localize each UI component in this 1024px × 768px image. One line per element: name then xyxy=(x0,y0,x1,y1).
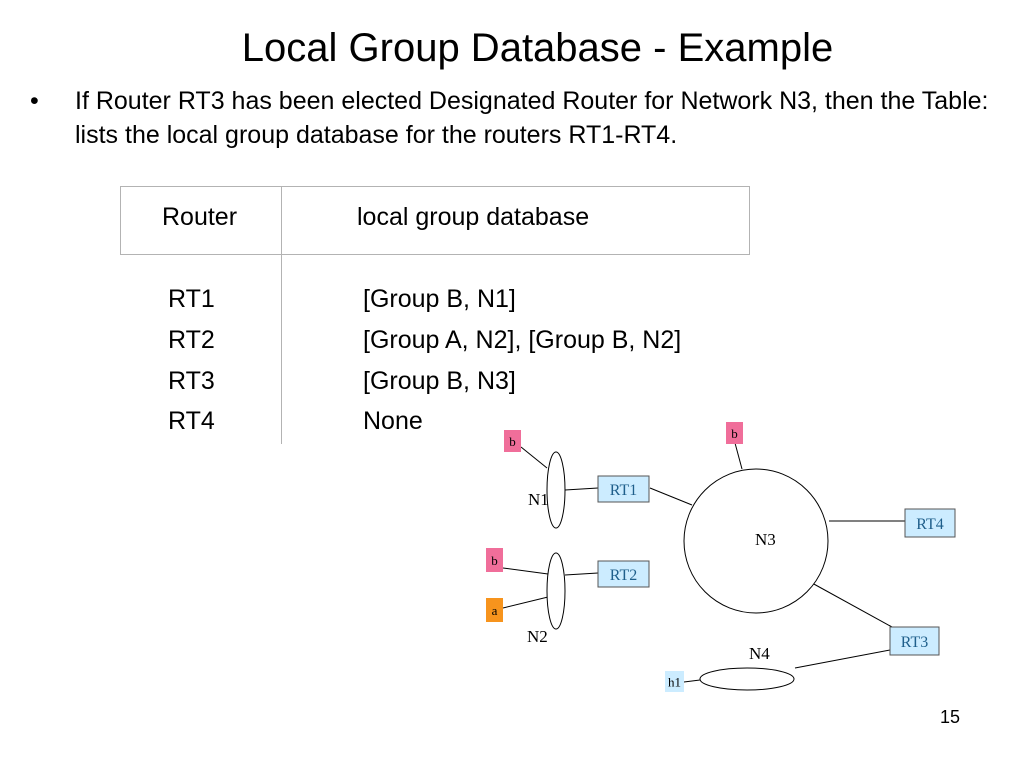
host-h1-box xyxy=(665,671,684,692)
table-cell-router: RT2 xyxy=(168,326,215,354)
group-member-b-n3: b xyxy=(726,422,743,444)
router-rt4-box xyxy=(904,508,956,538)
table-cell-router: RT4 xyxy=(168,407,215,435)
network-n4-label: N4 xyxy=(749,644,770,663)
router-rt1-label: RT1 xyxy=(610,482,637,499)
table-cell-database: [Group B, N3] xyxy=(363,367,516,395)
router-rt2-box xyxy=(597,560,650,588)
group-member-a-n2-box xyxy=(486,598,503,622)
link-b-n2 xyxy=(502,567,549,575)
group-member-b-n3-label: b xyxy=(731,426,738,441)
group-member-a-n2: a xyxy=(486,598,503,622)
link-rt1-n3 xyxy=(649,487,693,506)
slide-title: Local Group Database - Example xyxy=(241,26,834,70)
table-header-database: local group database xyxy=(357,203,590,231)
network-n4-shape xyxy=(699,667,795,691)
link-a-n2 xyxy=(502,596,549,609)
router-rt3: RT3 xyxy=(889,626,940,656)
router-rt4-label: RT4 xyxy=(916,516,943,533)
host-h1-label: h1 xyxy=(668,675,681,690)
network-n1-shape xyxy=(546,451,566,529)
router-rt2-label: RT2 xyxy=(610,567,637,584)
table-cell-database: None xyxy=(363,407,423,435)
router-rt3-label: RT3 xyxy=(901,634,928,651)
bullet-mark: • xyxy=(30,87,39,115)
network-n2-shape xyxy=(546,552,566,630)
network-n1-label: N1 xyxy=(528,490,549,509)
link-n3-rt3 xyxy=(811,582,893,628)
page-number: 15 xyxy=(939,707,960,727)
link-h1-n4 xyxy=(683,679,701,683)
bullet-text: If Router RT3 has been elected Designate… xyxy=(75,87,989,149)
group-member-b-n3-box xyxy=(726,422,743,444)
router-rt2: RT2 xyxy=(597,560,650,588)
group-member-a-n2-label: a xyxy=(492,603,498,618)
network-n2-label: N2 xyxy=(527,627,548,646)
group-member-b-top: b xyxy=(504,430,521,452)
group-member-b-n2-label: b xyxy=(491,553,498,568)
link-n1-rt1 xyxy=(564,487,599,491)
router-rt1: RT1 xyxy=(597,475,650,503)
router-rt4: RT4 xyxy=(904,508,956,538)
table-column-divider xyxy=(281,186,282,444)
table-cell-router: RT3 xyxy=(168,367,215,395)
table-header-box xyxy=(120,186,750,255)
table-header-router: Router xyxy=(162,203,238,231)
router-rt3-box xyxy=(889,626,940,656)
network-n3-label: N3 xyxy=(755,530,776,549)
host-h1: h1 xyxy=(665,671,684,692)
group-member-b-top-box xyxy=(504,430,521,452)
link-b-n3 xyxy=(734,442,743,470)
link-b-n1 xyxy=(520,446,548,469)
table-cell-database: [Group B, N1] xyxy=(363,285,516,313)
network-n3-shape xyxy=(683,468,829,614)
router-rt1-box xyxy=(597,475,650,503)
table-cell-router: RT1 xyxy=(168,285,215,313)
link-n2-rt2 xyxy=(564,572,599,576)
group-member-b-n2-box xyxy=(486,548,503,572)
table-cell-database: [Group A, N2], [Group B, N2] xyxy=(363,326,682,354)
group-member-b-top-label: b xyxy=(509,434,516,449)
group-member-b-n2: b xyxy=(486,548,503,572)
link-rt3-n4 xyxy=(794,649,891,669)
